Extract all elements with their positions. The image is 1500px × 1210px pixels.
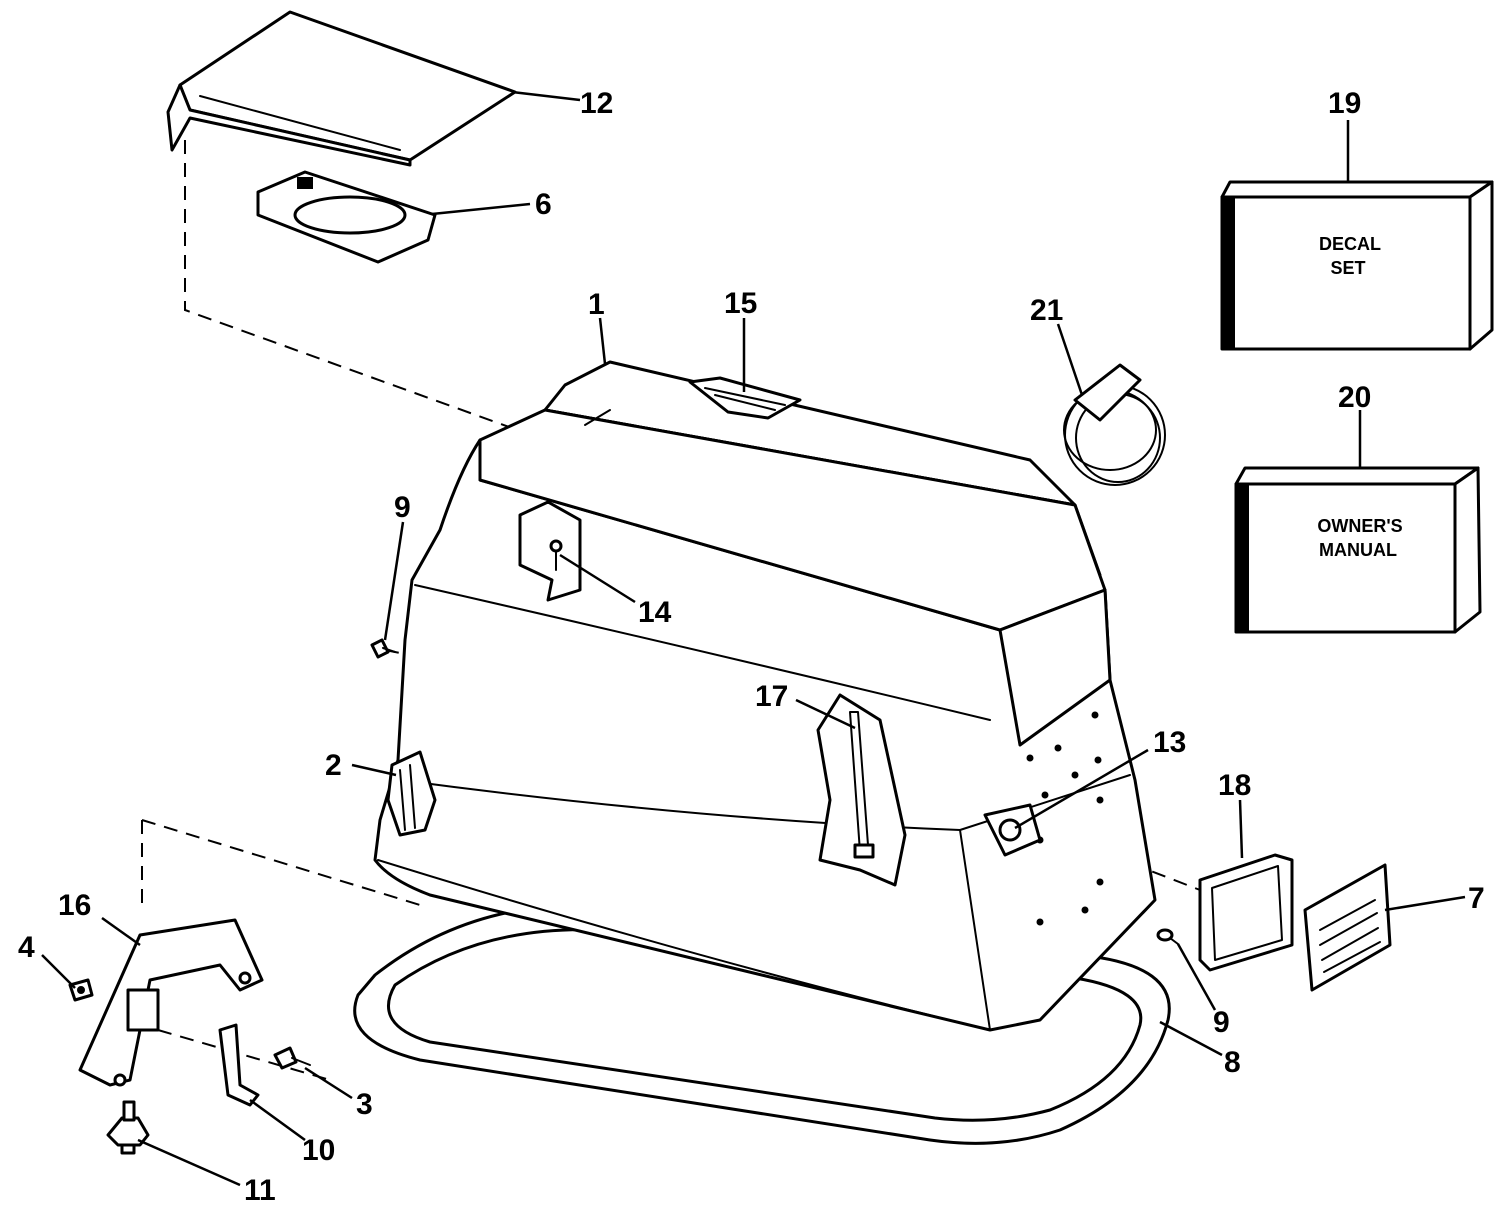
callout-1: 1 xyxy=(588,288,605,321)
callout-9-upper: 9 xyxy=(394,491,411,524)
owners-manual-label-line1: OWNER'S xyxy=(1317,516,1402,536)
latch-bracket-part-17 xyxy=(816,693,907,887)
screw-part-9-right xyxy=(1156,928,1179,945)
callout-10: 10 xyxy=(302,1134,335,1167)
grommet-plate-part-6 xyxy=(256,170,437,264)
callout-6: 6 xyxy=(535,188,552,221)
decal-set-box-part-19 xyxy=(1220,180,1494,351)
callout-3: 3 xyxy=(356,1088,373,1121)
callout-labels: 12 6 1 15 21 19 20 9 14 17 2 13 18 7 16 … xyxy=(18,87,1485,1207)
callout-2: 2 xyxy=(325,749,342,782)
grommet-part-13 xyxy=(983,803,1042,857)
callout-9-lower: 9 xyxy=(1213,1006,1230,1039)
side-plate-part-14 xyxy=(518,500,582,602)
top-cover-part-12 xyxy=(166,10,517,167)
decal-set-label-line1: DECAL xyxy=(1319,234,1381,254)
leader-lines xyxy=(41,90,1466,1187)
vent-label-part-15 xyxy=(688,376,802,420)
callout-11: 11 xyxy=(244,1174,276,1207)
callout-13: 13 xyxy=(1153,726,1186,759)
callout-12: 12 xyxy=(580,87,613,120)
callout-14: 14 xyxy=(638,596,672,629)
owners-manual-label-line2: MANUAL xyxy=(1319,540,1397,560)
callout-8: 8 xyxy=(1224,1046,1241,1079)
callout-19: 19 xyxy=(1328,87,1361,120)
callout-17: 17 xyxy=(755,680,788,713)
callout-4: 4 xyxy=(18,931,35,964)
callout-7: 7 xyxy=(1468,882,1485,915)
lanyard-part-21 xyxy=(1063,363,1166,486)
strap-part-10 xyxy=(218,1023,260,1107)
callout-15: 15 xyxy=(724,287,757,320)
decal-set-label-line2: SET xyxy=(1330,258,1365,278)
callout-21: 21 xyxy=(1030,294,1063,327)
callout-20: 20 xyxy=(1338,381,1371,414)
owners-manual-box-part-20 xyxy=(1234,466,1482,634)
screw-part-3 xyxy=(273,1046,311,1070)
bracket-part-16 xyxy=(78,918,264,1087)
plate-part-18 xyxy=(1198,853,1294,972)
rubber-mount-part-11 xyxy=(106,1100,150,1155)
vent-grille-part-7 xyxy=(1303,863,1392,992)
side-label-part-2 xyxy=(386,750,437,837)
callout-16: 16 xyxy=(58,889,91,922)
callout-18: 18 xyxy=(1218,769,1251,802)
screw-part-9-left xyxy=(370,638,396,659)
box-labels: DECAL SET OWNER'S MANUAL xyxy=(1317,234,1402,560)
nut-part-4 xyxy=(68,978,94,1002)
